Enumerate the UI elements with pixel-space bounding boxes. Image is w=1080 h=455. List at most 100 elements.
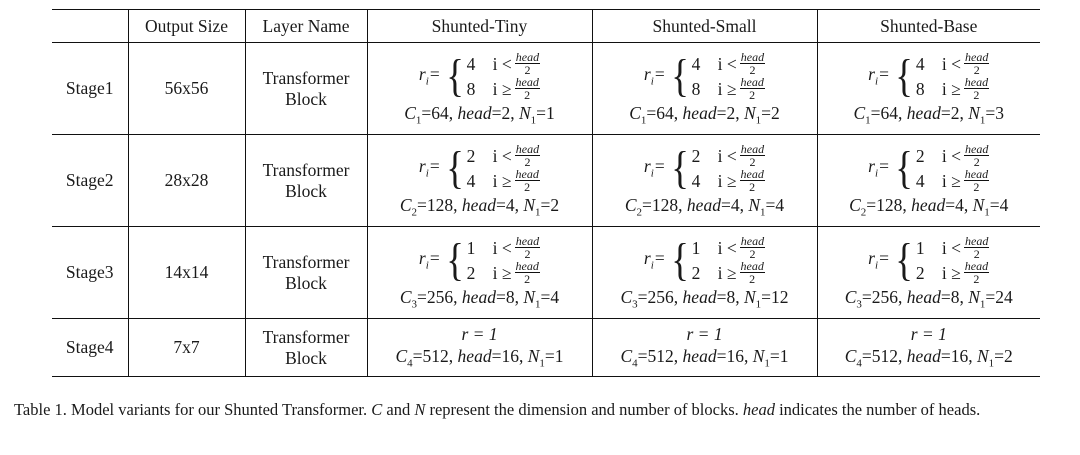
fraction-denominator: 2 [749, 272, 756, 287]
output-size-cell: 14x14 [128, 226, 246, 319]
condition-operator: i < [717, 53, 737, 74]
block-count-value: 1 [546, 103, 555, 124]
left-brace-icon: { [895, 142, 913, 194]
r-symbol: r [868, 248, 875, 269]
n-subscript: 1 [755, 298, 762, 311]
n-subscript: 1 [979, 298, 986, 311]
case-value: 2 [466, 262, 476, 283]
ri-symbol: ri= [418, 156, 441, 180]
fraction-denominator: 2 [524, 180, 531, 195]
head-count-value: 16 [501, 346, 519, 367]
variant-params: C4=512, head=16, N1=1 [395, 346, 564, 370]
fraction-numerator: head [514, 75, 540, 90]
case-value: 1 [915, 237, 925, 258]
case-value: 8 [691, 78, 701, 99]
output-size-cell: 7x7 [128, 318, 246, 377]
output-size-cell: 56x56 [128, 42, 246, 135]
n-symbol: N [523, 195, 536, 216]
c-symbol: C [620, 346, 633, 367]
stage-cell: Stage1 [52, 42, 129, 135]
caption-c-symbol: C [371, 400, 383, 419]
caption-label: Table 1. [14, 400, 67, 419]
fraction-numerator: head [739, 50, 766, 65]
channel-dim-value: 128 [426, 195, 454, 216]
channel-dim-value: 512 [647, 346, 674, 367]
fraction-numerator: head [739, 167, 765, 182]
fraction-numerator: head [963, 259, 990, 274]
variant-params: C2=128, head=4, N1=4 [849, 195, 1009, 219]
r-symbol: r [643, 156, 651, 177]
fraction-denominator: 2 [973, 63, 980, 78]
n-symbol: N [968, 103, 980, 124]
left-brace-icon: { [670, 142, 689, 194]
c-subscript: 3 [856, 298, 862, 311]
head-word: head [457, 103, 492, 124]
fraction-numerator: head [739, 142, 766, 157]
caption-text-b: represent the dimension and number of bl… [429, 400, 739, 419]
case-value: 4 [691, 170, 701, 191]
r-subscript: i [874, 259, 879, 272]
case-value: 4 [691, 53, 701, 74]
n-subscript: 1 [979, 114, 986, 127]
channel-dim-value: 256 [871, 287, 899, 308]
output-size-cell: 28x28 [128, 134, 246, 227]
n-symbol: N [752, 346, 765, 367]
head-word: head [461, 195, 496, 216]
condition-operator: i < [941, 53, 962, 74]
fraction-denominator: 2 [749, 247, 756, 262]
condition-operator: i < [717, 145, 737, 166]
r-constant-value: 1 [938, 324, 947, 345]
layer-name-line-2: Block [285, 180, 327, 201]
n-subscript: 1 [535, 206, 541, 219]
case-value: 2 [691, 145, 701, 166]
ri-symbol: ri= [868, 156, 890, 180]
block-count-value: 12 [771, 287, 789, 308]
c-subscript: 4 [856, 357, 862, 370]
r-subscript: i [425, 167, 429, 180]
case-value: 2 [691, 262, 701, 283]
variant-params: C3=256, head=8, N1=12 [620, 287, 789, 311]
fraction-denominator: 2 [973, 272, 980, 287]
block-count-value: 3 [995, 103, 1005, 124]
n-symbol: N [743, 103, 756, 124]
n-subscript: 1 [764, 357, 770, 370]
c-symbol: C [620, 287, 633, 308]
n-subscript: 1 [535, 298, 541, 311]
fraction-denominator: 2 [524, 272, 531, 287]
r-subscript: i [874, 75, 879, 88]
condition-operator: i ≥ [941, 78, 961, 99]
case-value: 1 [466, 237, 476, 258]
r-symbol: r [868, 64, 875, 85]
variant-params: C1=64, head=2, N1=3 [853, 103, 1005, 127]
